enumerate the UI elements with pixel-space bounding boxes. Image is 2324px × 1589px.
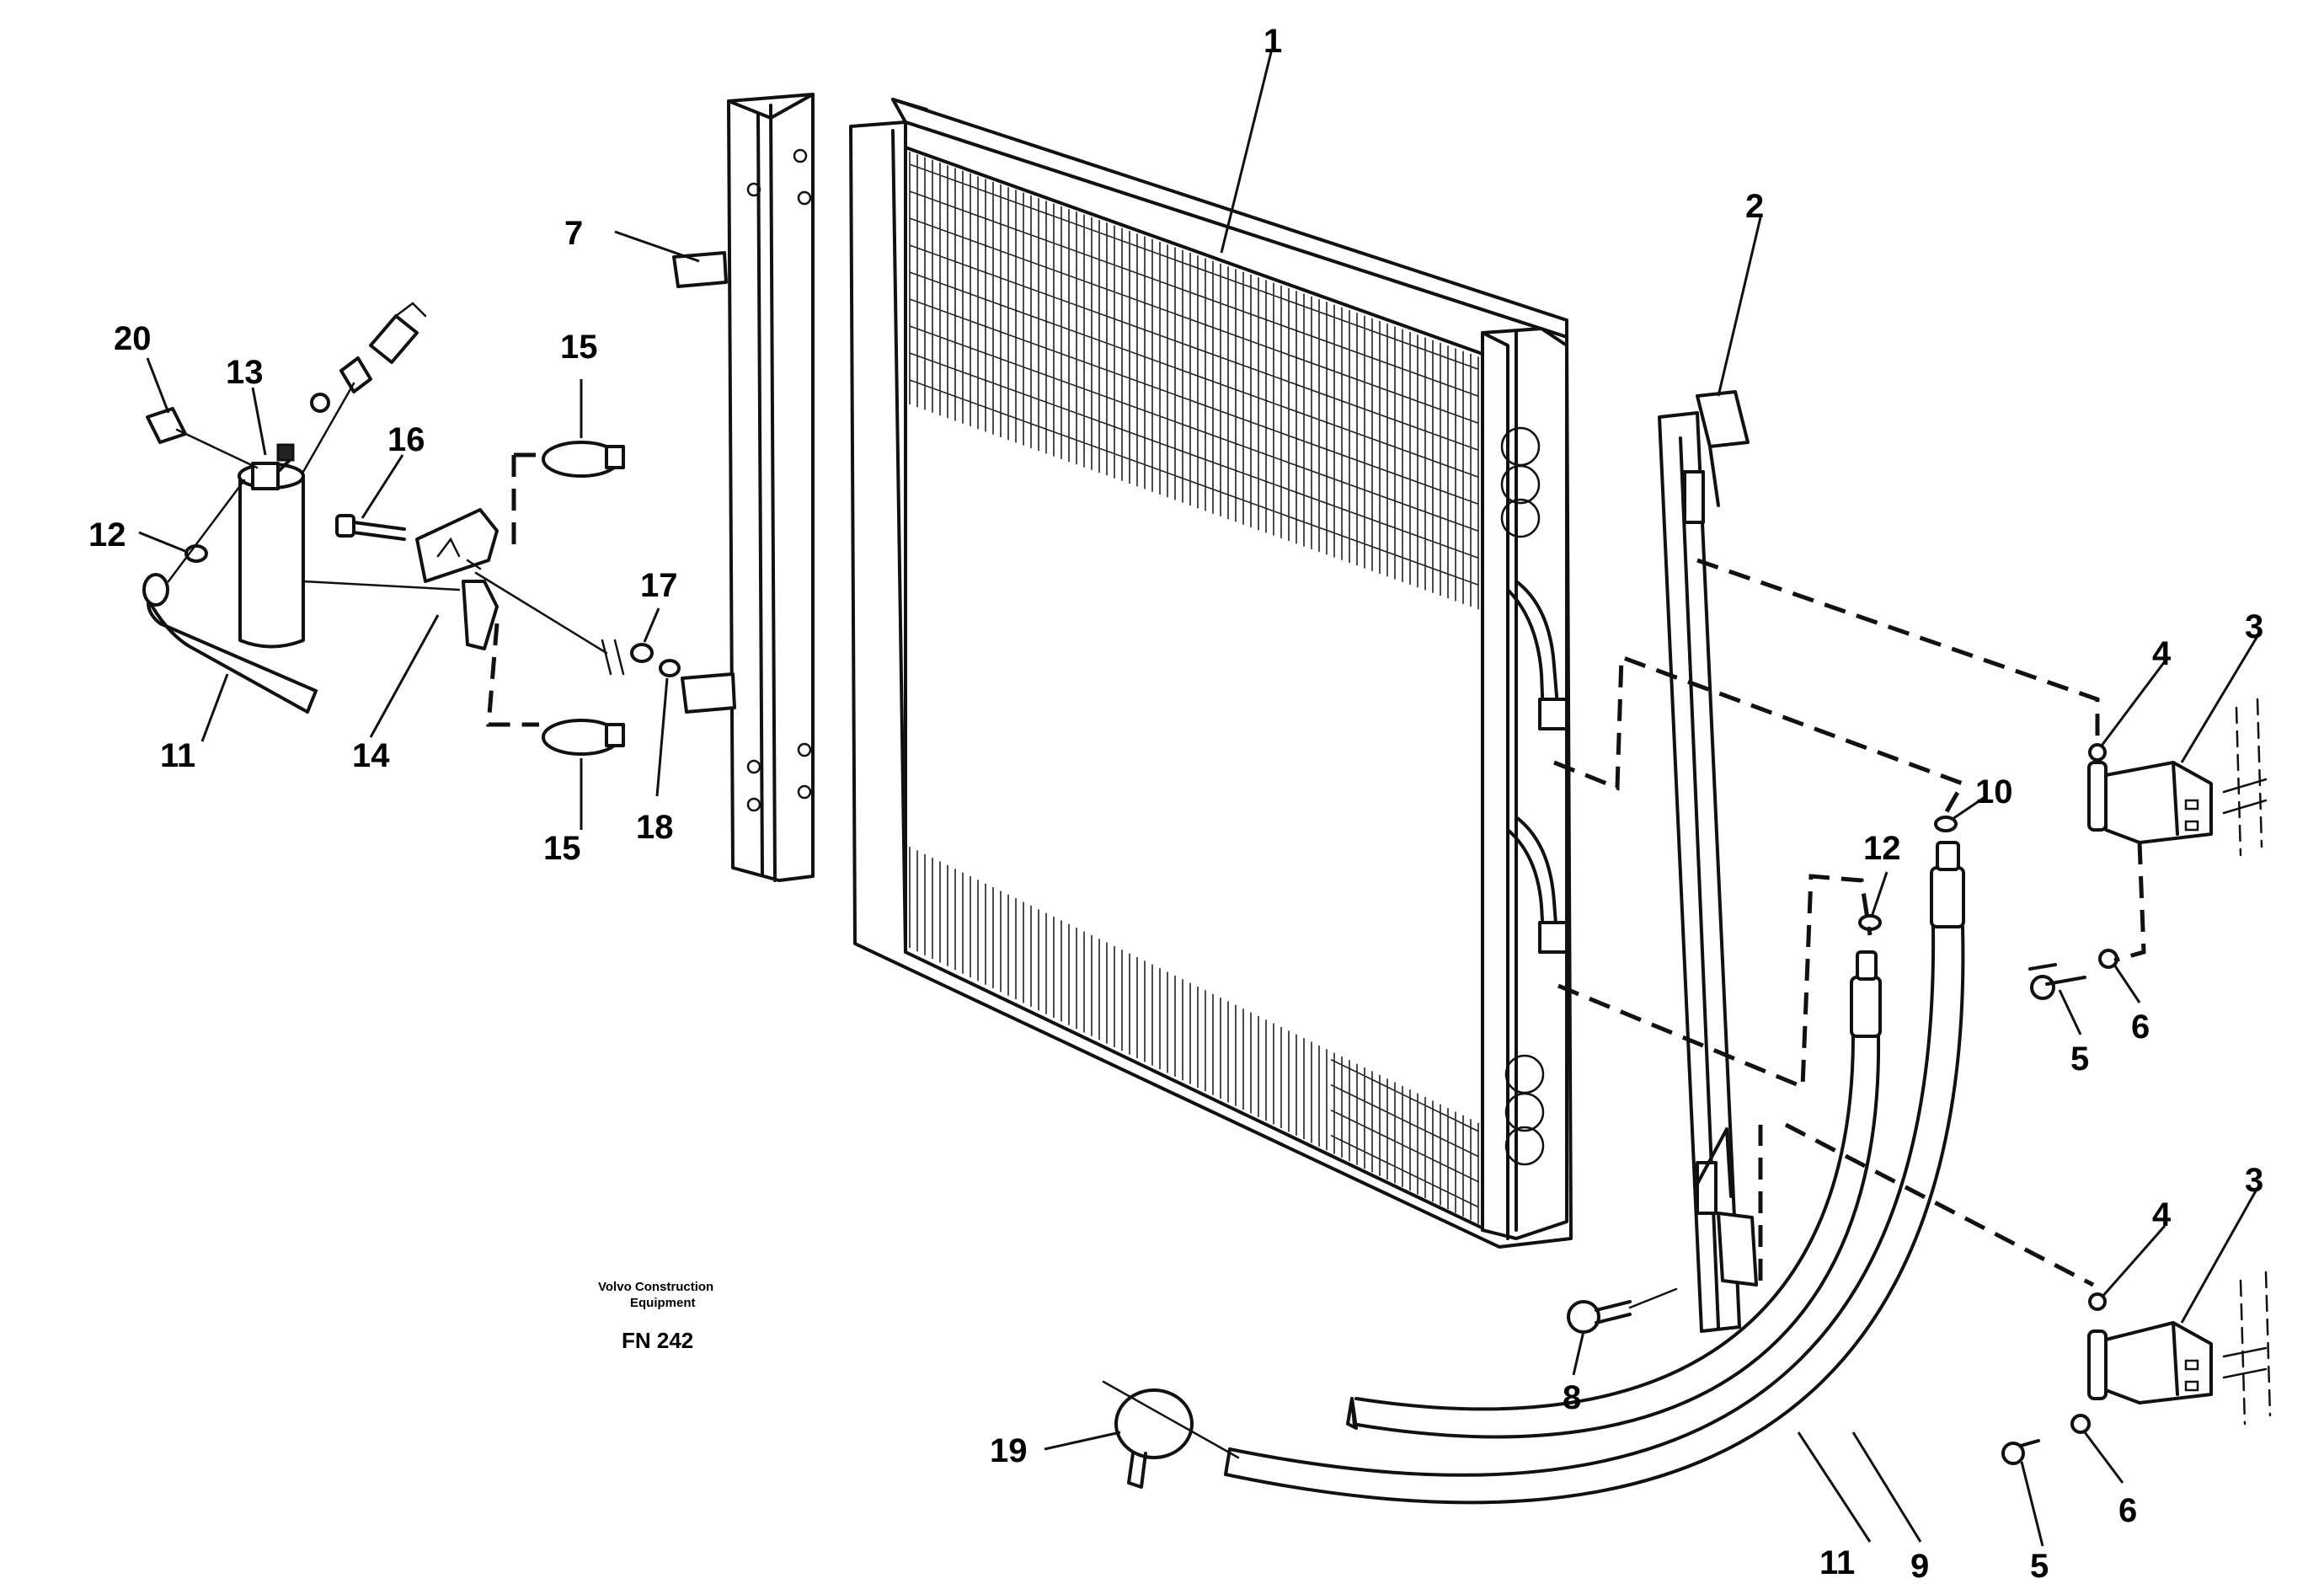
callout-11-left: 11: [160, 737, 195, 774]
callout-11-right: 11: [1819, 1544, 1855, 1581]
figure-caption: Volvo Construction Equipment FN 242: [598, 1280, 713, 1353]
callout-20: 20: [114, 320, 152, 357]
hose-clamp-19: [1102, 1380, 1240, 1489]
assembly-dashed-lines: [486, 452, 2146, 1287]
leader-lines: [138, 48, 2259, 1547]
callout-17: 17: [640, 567, 678, 604]
callout-15-upper: 15: [560, 329, 598, 366]
callout-5-lower: 5: [2030, 1548, 2049, 1585]
callout-12-right: 12: [1863, 830, 1901, 867]
hose-clamp-upper: [542, 441, 625, 478]
callout-12-left: 12: [88, 516, 126, 554]
callout-18: 18: [636, 809, 674, 846]
callout-15-lower: 15: [543, 830, 581, 867]
callout-5-upper: 5: [2070, 1041, 2089, 1078]
callout-3-lower: 3: [2245, 1162, 2263, 1199]
receiver-drier: [142, 302, 461, 714]
callout-19: 19: [990, 1432, 1028, 1469]
callout-14: 14: [352, 737, 390, 774]
callout-8: 8: [1563, 1379, 1581, 1416]
condenser-core: [849, 98, 1573, 1249]
condenser-fins: [909, 152, 1479, 1224]
lower-right-bracket-assembly: [2001, 1271, 2272, 1465]
callout-2: 2: [1745, 188, 1764, 225]
upper-right-bracket-assembly: [2028, 698, 2268, 1000]
bolt-8: [1567, 1287, 1678, 1334]
callout-13: 13: [226, 354, 264, 391]
callout-10: 10: [1975, 773, 2013, 811]
brand-line-2: Equipment: [630, 1296, 696, 1310]
callout-7: 7: [564, 215, 583, 252]
callout-6-upper: 6: [2131, 1009, 2150, 1046]
fin-grid: [909, 152, 1479, 1224]
callout-3-upper: 3: [2245, 608, 2263, 645]
callout-1: 1: [1264, 23, 1282, 60]
callout-labels: 1 2 3 3 4 4 5 5 6 6 7 8 9 10 11 11 12 12…: [88, 23, 2263, 1585]
callout-16: 16: [387, 421, 425, 458]
right-mounting-bracket: [1658, 390, 1758, 1333]
left-mounting-rail: [727, 93, 815, 882]
hose-clamp-lower: [542, 719, 625, 756]
rubber-cushion-7: [672, 251, 736, 714]
callout-4-lower: 4: [2152, 1196, 2172, 1233]
washer-17: [630, 643, 654, 663]
callout-6-lower: 6: [2118, 1492, 2137, 1529]
callout-4-upper: 4: [2152, 635, 2172, 672]
figure-code: FN 242: [622, 1328, 693, 1353]
washer-18: [659, 659, 681, 677]
callout-9: 9: [1910, 1548, 1929, 1585]
drier-bracket: [415, 508, 625, 676]
brand-line-1: Volvo Construction: [598, 1280, 713, 1294]
bolt-16: [335, 514, 406, 541]
